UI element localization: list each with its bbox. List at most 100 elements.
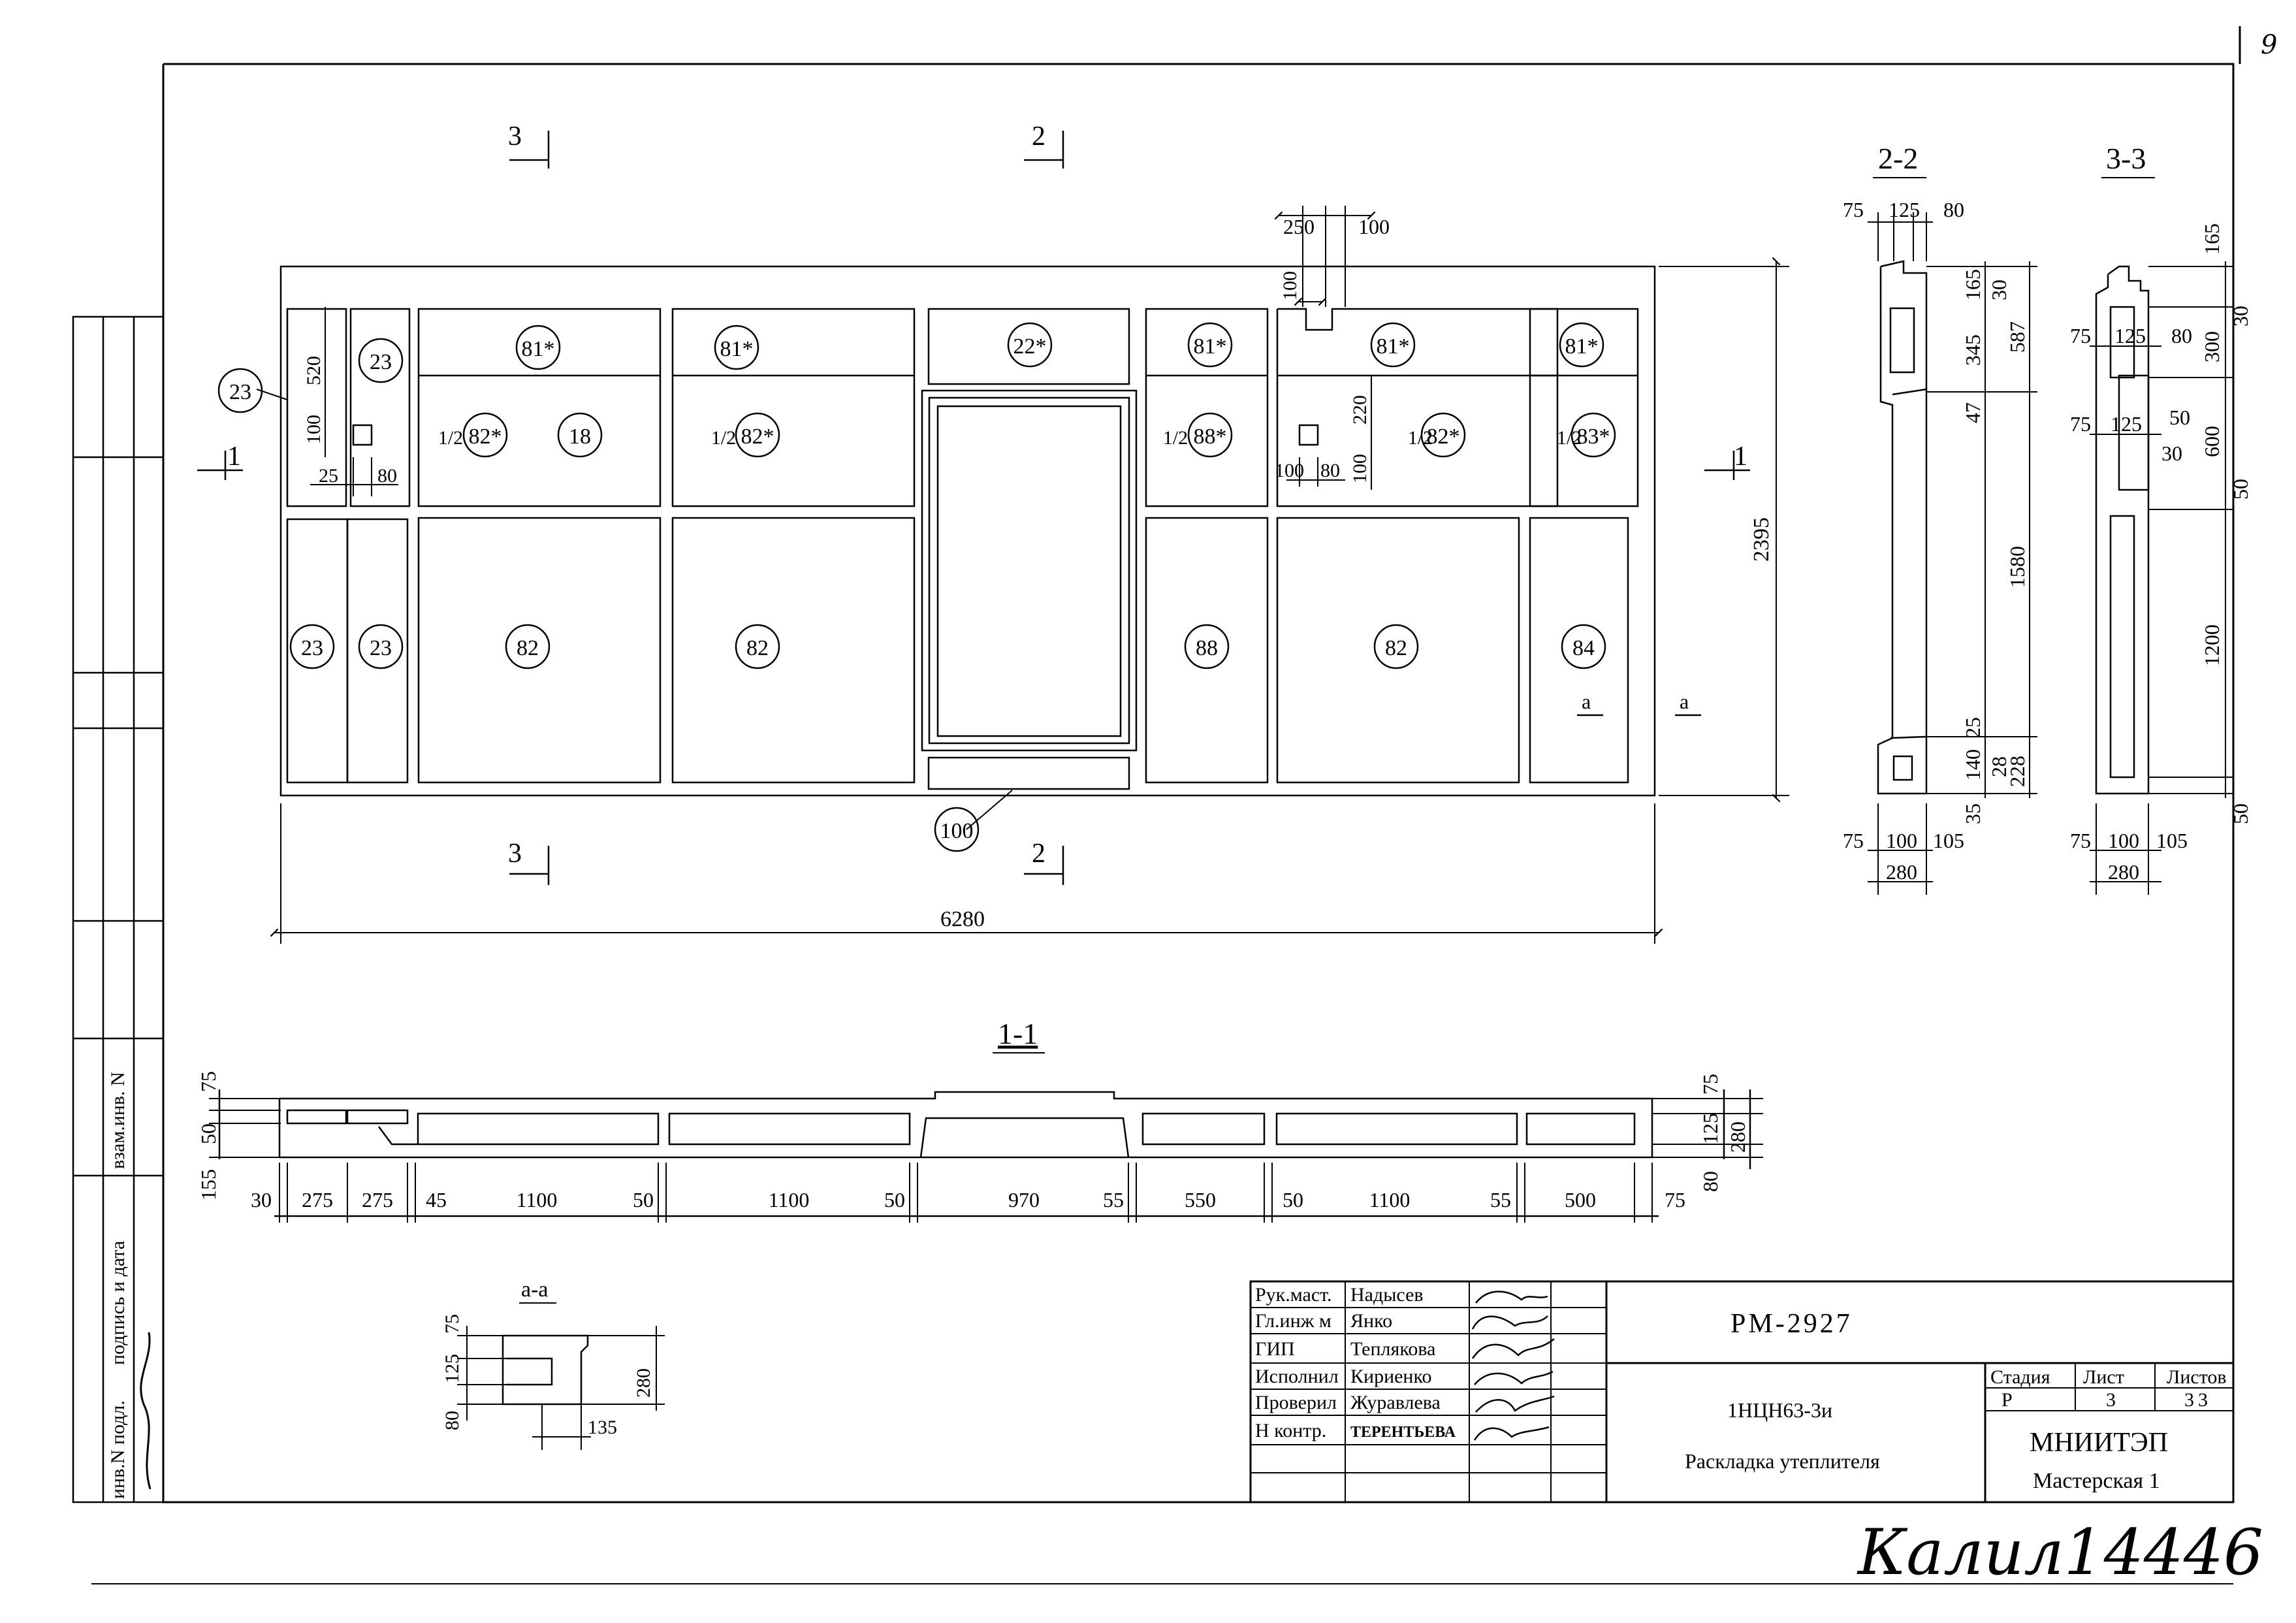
fraction-2: 1/2 (711, 427, 736, 449)
dim-a-a-80: 80 (441, 1411, 463, 1430)
dim-1-1-1100c: 1100 (1369, 1188, 1411, 1212)
dim-2-2-228: 228 (2005, 756, 2029, 787)
dim-3-3-300: 300 (2200, 331, 2224, 362)
dim-3-3-600: 600 (2200, 426, 2224, 457)
role-2: Гл.инж м (1255, 1310, 1331, 1332)
dim-left-25: 25 (319, 465, 338, 487)
value-stage: Р (2001, 1389, 2013, 1411)
dim-2-2-bottom-75: 75 (1843, 829, 1864, 852)
dim-2-2-1580: 1580 (2005, 546, 2029, 588)
section-mark-2-top: 2 (1032, 121, 1045, 152)
dim-3-3-165: 165 (2200, 223, 2224, 255)
pos-upper-6: 81* (1565, 334, 1599, 359)
sheet-number: 9 (2261, 30, 2277, 60)
stamp-vzam-label: взам.инв. N (107, 1072, 129, 1169)
dim-1-1-45: 45 (426, 1188, 447, 1212)
dim-a-a-75: 75 (441, 1314, 463, 1334)
dim-1-1-1100b: 1100 (769, 1188, 810, 1212)
pos-upper-4: 81* (1194, 334, 1227, 359)
dim-1-1-50b: 50 (884, 1188, 905, 1212)
pos-100: 100 (940, 819, 974, 843)
pos-upper-5: 81* (1377, 334, 1410, 359)
fraction-4: 1/2 (1408, 427, 1433, 449)
dim-2-2-top-125: 125 (1889, 198, 1920, 221)
drawing-title: Раскладка утеплителя (1685, 1449, 1880, 1473)
dim-2-2-top-80: 80 (1943, 198, 1964, 221)
pos-23-top: 23 (370, 350, 392, 374)
dim-2-2-587: 587 (2005, 321, 2029, 353)
position-circles (217, 322, 1616, 852)
role-6: Н контр. (1255, 1420, 1326, 1441)
section-mark-2-bottom: 2 (1032, 839, 1045, 869)
header-sheet: Лист (2083, 1366, 2124, 1388)
role-5: Проверил (1255, 1392, 1337, 1413)
stamp-signature (140, 1332, 151, 1490)
name-5: Журавлева (1350, 1392, 1441, 1413)
product-name: 1НЦН63-3и (1727, 1398, 1832, 1422)
header-stage: Стадия (1990, 1366, 2050, 1388)
side-stamp (72, 315, 165, 1503)
dim-2-2-47: 47 (1961, 402, 1985, 423)
pos-23-leader: 23 (229, 380, 251, 404)
dim-3-3-a-80: 80 (2171, 324, 2192, 347)
dim-opening-100-h: 100 (1275, 460, 1304, 481)
dim-opening-220: 220 (1349, 395, 1371, 425)
name-4: Кириенко (1350, 1366, 1432, 1387)
pos-upper-1: 81* (522, 337, 555, 361)
pos-lower-5: 88 (1196, 636, 1218, 660)
dim-top-100-vertical: 100 (1279, 271, 1301, 300)
fraction-5: 1/2 (1557, 427, 1582, 449)
section-1-1-title: 1-1 (998, 1017, 1038, 1050)
pos-lower-6: 82 (1385, 636, 1407, 660)
pos-lower-3: 82 (517, 636, 539, 660)
dim-1-1-1100a: 1100 (517, 1188, 558, 1212)
mark-a-right: а (1680, 690, 1689, 713)
dim-3-3-b-30: 30 (2161, 442, 2182, 465)
pos-18: 18 (569, 425, 591, 449)
fraction-3: 1/2 (1163, 427, 1188, 449)
role-4: Исполнил (1255, 1366, 1339, 1387)
section-3-3-title: 3-3 (2106, 142, 2146, 175)
dim-1-1-left-155: 155 (197, 1169, 220, 1200)
dim-left-520: 520 (303, 356, 325, 385)
dim-1-1-550: 550 (1185, 1188, 1216, 1212)
pos-lower-1: 23 (301, 636, 323, 660)
dim-2-2-bottom-280: 280 (1886, 860, 1917, 884)
elevation-view: 3 2 3 2 1 1 а а 6280 2395 250 100 100 52… (197, 121, 1789, 944)
title-block: Рук.маст. Надысев Гл.инж м Янко ГИП Тепл… (1249, 1280, 2235, 1503)
dim-1-1-55b: 55 (1490, 1188, 1511, 1212)
role-1: Рук.маст. (1255, 1284, 1332, 1306)
dim-1-1-55a: 55 (1103, 1188, 1124, 1212)
dim-3-3-1200: 1200 (2200, 624, 2224, 666)
dim-overall-width: 6280 (940, 907, 985, 931)
section-mark-3-bottom: 3 (508, 839, 522, 869)
value-sheets: 33 (2184, 1389, 2212, 1411)
dim-1-1-right-75: 75 (1698, 1074, 1722, 1095)
dim-top-100: 100 (1358, 215, 1390, 238)
pos-upper-3: 22* (1013, 334, 1047, 359)
section-2-2-title: 2-2 (1878, 142, 1918, 175)
dim-2-2-30: 30 (1987, 280, 2011, 300)
dim-3-3-30: 30 (2229, 306, 2252, 327)
section-2-2: 2-2 75 125 80 165 30 (1843, 142, 2037, 895)
mark-a-left: а (1582, 690, 1591, 713)
dim-2-2-top-75: 75 (1843, 198, 1864, 221)
name-2: Янко (1350, 1310, 1392, 1332)
section-mark-1-left: 1 (227, 442, 241, 472)
archive-stamp: Калил14446 (1857, 1516, 2263, 1589)
dim-1-1-275b: 275 (362, 1188, 393, 1212)
dim-2-2-140: 140 (1961, 749, 1985, 780)
dim-3-3-a-125: 125 (2114, 324, 2146, 347)
pos-lower-4: 82 (746, 636, 769, 660)
dim-overall-height: 2395 (1749, 517, 1774, 562)
dim-1-1-50c: 50 (1283, 1188, 1303, 1212)
dim-1-1-970: 970 (1008, 1188, 1040, 1212)
dim-3-3-50a: 50 (2229, 479, 2252, 500)
dim-1-1-500: 500 (1565, 1188, 1596, 1212)
dim-2-2-35: 35 (1961, 803, 1985, 824)
dim-left-100: 100 (303, 415, 325, 444)
pos-middle-2: 82* (741, 425, 774, 449)
pos-middle-1: 82* (469, 425, 502, 449)
fraction-1: 1/2 (438, 427, 463, 449)
stamp-inv-label: инв.N подл. (107, 1400, 129, 1499)
